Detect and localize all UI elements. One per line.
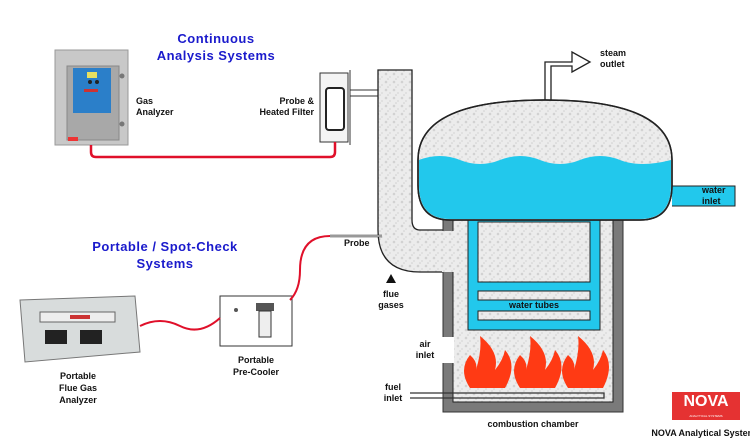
steam-outlet-label-1: steam [600,48,626,58]
water-tubes [467,211,601,331]
burner-flames [464,336,609,388]
flue-gas-arrow-icon [386,274,396,283]
flue-gases-label-1: flue [383,289,399,299]
probe-filter-label-2: Heated Filter [259,107,314,117]
nova-logo-subtext: ANALYTICAL SYSTEMS [689,414,722,418]
probe-label: Probe [344,238,370,248]
air-inlet-label-1: air [419,339,431,349]
brand-name: NOVA Analytical Systems [651,428,750,438]
water-inlet-label-1: water [701,185,726,195]
water-tubes-label: water tubes [508,300,559,310]
portable-sample-line-2 [289,235,331,301]
steam-drum [417,50,736,221]
fuel-inlet-label-1: fuel [385,382,401,392]
portable-pre-cooler-device [219,295,293,347]
fuel-line [410,392,605,399]
pre-cooler-label-2: Pre-Cooler [233,367,280,377]
nova-logo-text: NOVA [683,393,728,410]
portable-analyzer-label-1: Portable [60,371,96,381]
nova-logo: NOVA ANALYTICAL SYSTEMS [672,392,740,420]
portable-title-line1: Portable / Spot-Check [92,239,238,254]
continuous-title-line2: Analysis Systems [157,48,276,63]
gas-analyzer-device [54,49,129,146]
air-inlet-label-2: inlet [416,350,435,360]
portable-analyzer-label-2: Flue Gas [59,383,97,393]
fuel-inlet-label-2: inlet [384,393,403,403]
probe-heated-filter-device [319,70,380,145]
gas-analyzer-label-2: Analyzer [136,107,174,117]
combustion-chamber-label: combustion chamber [487,419,579,429]
steam-outlet-label-2: outlet [600,59,625,69]
gas-analyzer-label-1: Gas [136,96,153,106]
portable-flue-gas-analyzer-device [19,295,141,363]
continuous-title-line1: Continuous [177,31,254,46]
portable-title-line2: Systems [137,256,194,271]
pre-cooler-label-1: Portable [238,355,274,365]
heated-sample-line [89,142,337,159]
portable-sample-line-1 [139,317,221,331]
water-inlet-label-2: inlet [702,196,721,206]
probe-filter-label-1: Probe & [279,96,314,106]
portable-analyzer-label-3: Analyzer [59,395,97,405]
flue-gases-label-2: gases [378,300,404,310]
